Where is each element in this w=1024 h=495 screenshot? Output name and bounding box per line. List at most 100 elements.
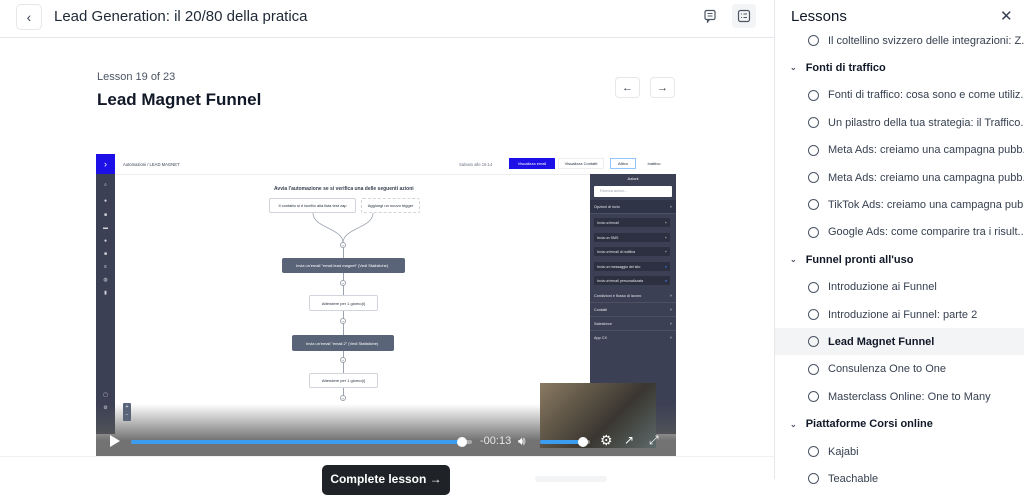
add-step-icon: + — [340, 242, 346, 248]
badge-icon: ● — [664, 264, 667, 269]
chevron-left-icon: ‹ — [26, 9, 32, 25]
lessons-toggle-button[interactable] — [732, 4, 756, 28]
action-item: Invia un SMS+ — [594, 233, 670, 242]
app-header-divider — [115, 174, 590, 175]
lesson-item[interactable]: Meta Ads: creiamo una campagna pubb... — [775, 137, 1024, 164]
chevron-down-icon: ˅ — [669, 307, 672, 312]
action-item: Invia un messaggio del sito ● — [594, 262, 670, 271]
chat-icon: ■ — [103, 251, 108, 257]
lesson-label: Fonti di traffico: cosa sono e come util… — [828, 89, 1024, 102]
play-button[interactable] — [109, 434, 121, 453]
action-item: Invia un'email di notifica+ — [594, 247, 670, 256]
back-button[interactable]: ‹ — [16, 4, 42, 30]
app-logo: › — [96, 154, 115, 174]
contacts-icon: ■ — [103, 212, 108, 218]
sidebar-header — [775, 0, 1024, 31]
mail-icon: ▬ — [103, 225, 108, 231]
incomplete-circle-icon — [808, 35, 819, 46]
volume-level — [540, 440, 583, 444]
incomplete-circle-icon — [808, 117, 819, 129]
chevron-down-icon: ˅ — [669, 321, 672, 326]
lesson-item[interactable]: Introduzione ai Funnel: parte 2 — [775, 301, 1024, 328]
chevron-down-icon: ˅ — [669, 336, 672, 340]
arrow-right-icon: → — [657, 81, 668, 94]
chart-icon: ▮ — [104, 290, 107, 296]
webcam-overlay — [540, 383, 656, 448]
app-side-nav — [96, 154, 115, 434]
lesson-item[interactable]: Masterclass Online: One to Many — [775, 383, 1024, 410]
lesson-item[interactable]: Google Ads: come comparire tra i risult.… — [775, 219, 1024, 246]
fullscreen-button[interactable]: ⤢ — [649, 433, 659, 448]
lesson-item[interactable]: Il coltellino svizzero delle integrazion… — [775, 27, 1024, 54]
app-breadcrumb: Automazioni / LEAD MAGNET — [123, 162, 180, 167]
popout-button[interactable]: ↗ — [624, 433, 634, 447]
secondary-footer-button[interactable] — [535, 476, 607, 482]
lesson-item[interactable]: Fonti di traffico: cosa sono e come util… — [775, 82, 1024, 109]
lesson-label: Un pilastro della tua strategia: il Traf… — [828, 116, 1024, 129]
section-header[interactable]: ⌄Fonti di traffico — [775, 54, 1024, 81]
complete-lesson-button[interactable]: Complete lesson → — [322, 465, 450, 495]
email-step-node: Invia un'email "email 2" (Vedi Statistic… — [292, 335, 394, 351]
list-icon: ≡ — [104, 264, 107, 270]
top-bar — [0, 0, 774, 38]
incomplete-circle-icon — [808, 391, 819, 403]
seek-handle[interactable] — [456, 437, 467, 447]
incomplete-circle-icon — [808, 199, 819, 211]
section-header[interactable]: ⌄Funnel pronti all'uso — [775, 246, 1024, 273]
lesson-item[interactable]: Un pilastro della tua strategia: il Traf… — [775, 109, 1024, 136]
footer-divider — [0, 456, 774, 457]
arrow-left-icon: ← — [622, 81, 633, 94]
wait-step-node: Attendere per 1 giorno(i) — [309, 295, 378, 311]
chevron-down-icon: ⌄ — [790, 419, 797, 429]
bulb-icon: ● — [103, 198, 108, 204]
plus-icon: + — [664, 249, 667, 254]
active-toggle: Attivo — [610, 158, 636, 169]
section-label: Contatti — [594, 307, 608, 312]
lesson-item[interactable]: Introduzione ai Funnel — [775, 274, 1024, 301]
incomplete-circle-icon — [808, 172, 819, 183]
next-lesson-button[interactable]: → — [650, 77, 675, 98]
lesson-label: Google Ads: come comparire tra i risult.… — [828, 226, 1024, 239]
action-item: Invia un'email personalizzata● — [594, 276, 670, 285]
section-header[interactable]: ⌄ Piattaforme Corsi online — [775, 411, 1024, 438]
close-sidebar-button[interactable]: ✕ — [1000, 7, 1013, 25]
comments-button[interactable] — [698, 4, 722, 28]
sidebar-divider — [774, 0, 775, 479]
chevron-down-icon: ⌄ — [790, 255, 797, 265]
inactive-toggle: Inattivo — [647, 161, 661, 166]
action-label: Invia un messaggio del sito — [597, 264, 641, 269]
actions-section: App CX˅ — [590, 331, 676, 345]
incomplete-circle-icon — [808, 89, 819, 101]
lesson-item-active[interactable]: Lead Magnet Funnel — [775, 328, 1024, 356]
incomplete-circle-icon — [808, 446, 819, 457]
seek-progress — [131, 440, 462, 444]
lesson-label: Introduzione ai Funnel: parte 2 — [828, 308, 978, 321]
plus-icon: + — [664, 220, 667, 225]
view-contacts-button: Visualizza Contatti — [558, 158, 604, 169]
action-item: Invia un'email+ — [594, 218, 670, 227]
lesson-label: Consulenza One to One — [828, 363, 947, 376]
chevron-down-icon: ⌄ — [790, 63, 797, 73]
automation-icon: ● — [103, 238, 108, 244]
volume-handle[interactable] — [577, 437, 588, 447]
lesson-item[interactable]: Meta Ads: creiamo una campagna pubb... — [775, 164, 1024, 191]
zoom-controls: +− — [123, 403, 131, 421]
connector — [343, 388, 344, 396]
volume-button[interactable]: 🔊︎ — [518, 434, 526, 449]
lesson-label: TikTok Ads: creiamo una campagna pub... — [828, 198, 1024, 211]
section-label: Piattaforme Corsi online — [805, 418, 933, 431]
lesson-item[interactable]: TikTok Ads: creiamo una campagna pub... — [775, 191, 1024, 218]
external-link-icon: ↗ — [624, 433, 635, 447]
add-step-icon: + — [340, 395, 346, 401]
fullscreen-icon: ⤢ — [649, 433, 659, 447]
previous-lesson-button[interactable]: ← — [615, 77, 640, 98]
lesson-label: Meta Ads: creiamo una campagna pubb... — [828, 144, 1024, 157]
comment-icon — [704, 9, 716, 23]
lesson-item[interactable]: Kajabi — [775, 438, 1024, 465]
settings-button[interactable]: ⚙ — [600, 432, 613, 449]
video-player[interactable]: › ⌕ ● ■ ▬ ● ■ ≡ ◍ ▮ ▢ ⚙ Automazioni / LE… — [96, 154, 676, 456]
actions-section-open: Opzioni di invio˄ — [590, 200, 676, 214]
actions-panel-title: Azioni — [627, 176, 639, 181]
lesson-item[interactable]: Consulenza One to One — [775, 356, 1024, 383]
settings-icon: ⚙ — [103, 405, 108, 411]
